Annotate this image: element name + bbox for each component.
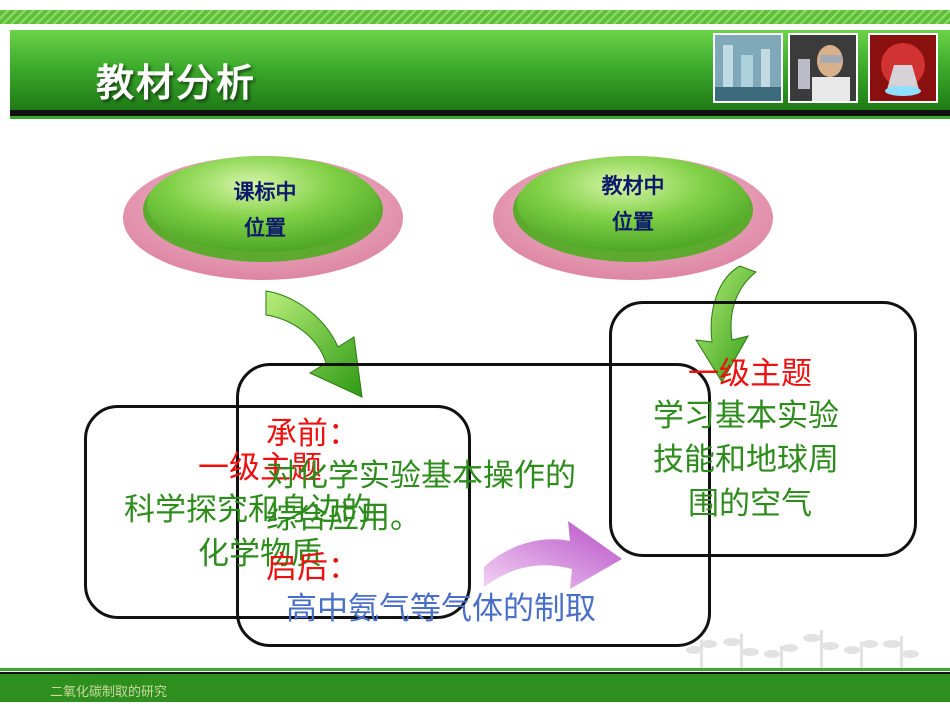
disc-right-line2: 位置 bbox=[612, 210, 654, 234]
page-title: 教材分析 bbox=[96, 61, 257, 105]
textbook-topic-box bbox=[609, 301, 917, 557]
green-arrow-down-left bbox=[265, 290, 363, 398]
footer-bar bbox=[0, 668, 950, 713]
right-box-heading: 一级主题 bbox=[688, 356, 812, 392]
textbook-position-disc bbox=[493, 156, 773, 280]
right-box-line1: 学习基本实验 bbox=[653, 398, 839, 434]
left-box-line2: 化学物质 bbox=[198, 536, 322, 572]
before-line1: 对化学实验基本操作的 bbox=[266, 458, 576, 494]
left-box-line1: 科学探究和身边的 bbox=[124, 492, 372, 528]
footer-caption: 二氧化碳制取的研究 bbox=[50, 685, 168, 700]
purple-arrow-right bbox=[484, 521, 622, 589]
disc-right-line1: 教材中 bbox=[601, 174, 665, 198]
disc-left-line2: 位置 bbox=[244, 216, 286, 240]
left-box-heading: 一级主题 bbox=[198, 450, 322, 486]
green-arrow-down-right bbox=[695, 265, 757, 383]
lab-glassware-image bbox=[713, 33, 783, 103]
disc-left-line1: 课标中 bbox=[233, 180, 297, 204]
flask-reaction-image bbox=[868, 33, 938, 103]
after-label: 启后： bbox=[266, 550, 359, 586]
before-label: 承前： bbox=[266, 416, 359, 452]
before-line2: 综合应用。 bbox=[266, 500, 421, 536]
connection-box bbox=[236, 363, 711, 647]
right-box-line3: 围的空气 bbox=[688, 486, 812, 522]
right-box-line2: 技能和地球周 bbox=[653, 442, 839, 478]
curriculum-position-disc bbox=[123, 156, 403, 280]
after-text: 高中氨气等气体的制取 bbox=[286, 591, 596, 627]
curriculum-topic-box bbox=[84, 405, 471, 619]
scientist-image bbox=[788, 33, 858, 103]
plant-silhouette-decoration bbox=[686, 630, 919, 690]
